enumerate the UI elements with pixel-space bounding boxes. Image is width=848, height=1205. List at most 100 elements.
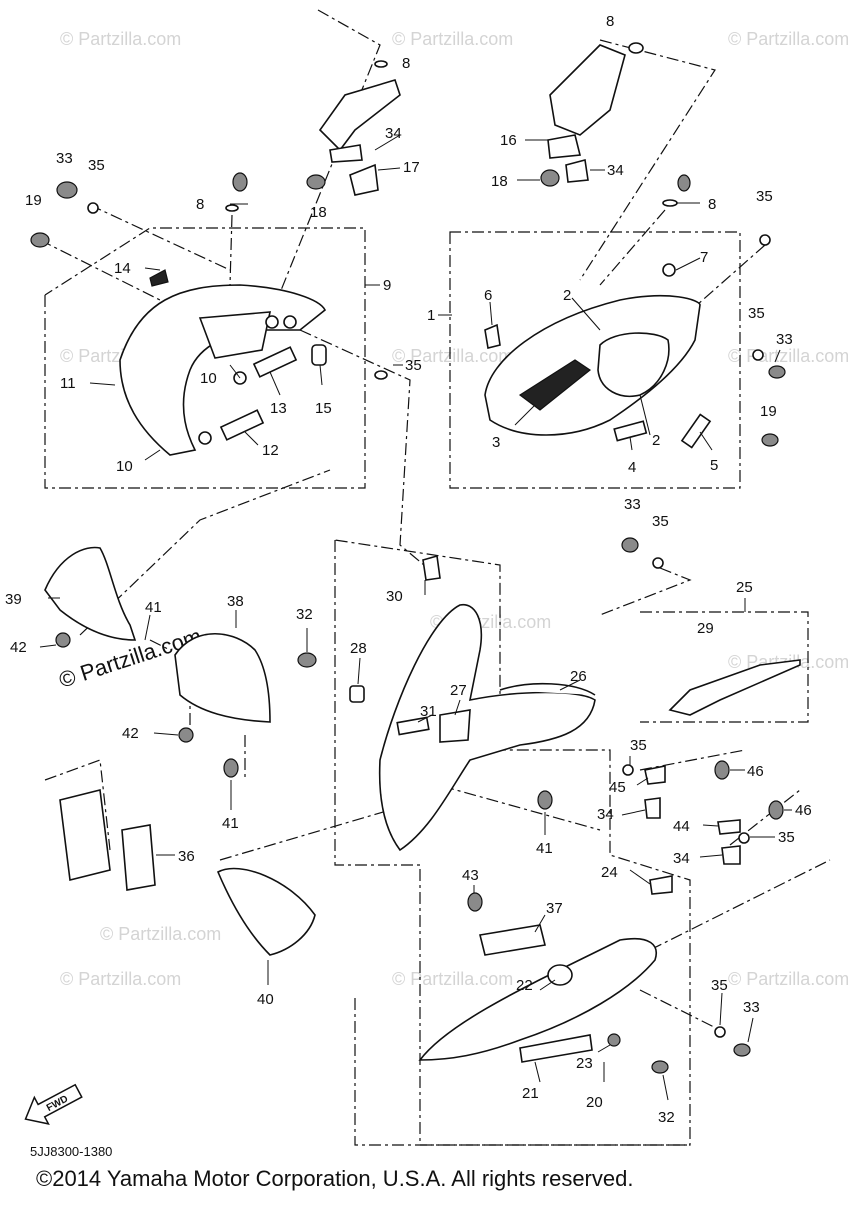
callout-19b: 19 [760, 403, 777, 420]
nut-6-part [484, 323, 501, 349]
watermark-12: © Partzilla.com [100, 924, 221, 944]
pad-36-part [121, 824, 156, 891]
tape-13-part [252, 346, 298, 378]
top-bracket-parts [30, 60, 401, 380]
callouts: 8 34 17 18 33 35 19 8 14 9 35 11 10 13 1… [5, 13, 812, 1126]
callout-37: 37 [546, 900, 563, 917]
leader-13 [269, 371, 281, 396]
callout-39: 39 [5, 591, 22, 608]
callout-32b: 32 [658, 1109, 675, 1126]
leader-2a [571, 297, 601, 331]
callout-35f: 35 [630, 737, 647, 754]
panel-40-part [216, 867, 316, 956]
emblem-5-part [680, 413, 712, 449]
dash-line-24 [629, 859, 831, 961]
callout-46a: 46 [747, 763, 764, 780]
callout-45: 45 [609, 779, 626, 796]
leader-21 [534, 1061, 541, 1083]
washer-35e-part [652, 557, 664, 569]
callout-14: 14 [114, 260, 131, 277]
bolt-33a-part [56, 181, 78, 199]
callout-35h: 35 [711, 977, 728, 994]
callout-8c: 8 [606, 13, 614, 30]
leader-17 [377, 167, 401, 171]
washer-35g-part [738, 832, 750, 844]
dash-line-40 [219, 809, 391, 861]
dash-line-19a [39, 239, 161, 301]
callout-34b: 34 [607, 162, 624, 179]
dash-line-8d [599, 209, 666, 286]
callout-31: 31 [420, 703, 437, 720]
grommet-7-part [662, 263, 676, 277]
emblem-3-part [518, 359, 592, 411]
leader-4 [629, 436, 633, 451]
leader-27 [454, 699, 461, 716]
leader-12 [244, 431, 259, 446]
grommet-15-part [311, 344, 327, 366]
callout-10a: 10 [200, 370, 217, 387]
bracket-36-back-part [59, 789, 111, 881]
leader-37 [534, 914, 546, 933]
outline-group-25 [640, 611, 809, 723]
callout-5: 5 [710, 457, 718, 474]
dash-line-8a [264, 9, 381, 331]
dash-line-35b [299, 329, 431, 571]
dash-line-36 [44, 759, 111, 851]
grommet-28-part [349, 685, 365, 703]
dash-line-45 [639, 749, 746, 771]
washer-35f-part [622, 764, 634, 776]
callout-41c: 41 [536, 840, 553, 857]
callout-13: 13 [270, 400, 287, 417]
bolt-33b-part [768, 365, 786, 379]
leader-45 [636, 777, 649, 786]
watermark-11: © Partzilla.com [728, 969, 848, 989]
callout-38: 38 [227, 593, 244, 610]
callout-42a: 42 [10, 639, 27, 656]
callout-19a: 19 [25, 192, 42, 209]
washer-35b-part [374, 370, 388, 380]
callout-8b: 8 [196, 196, 204, 213]
callout-33d: 33 [743, 999, 760, 1016]
callout-26: 26 [570, 668, 587, 685]
callout-2b: 2 [652, 432, 660, 449]
washer-35c-part [759, 234, 771, 246]
panel-21-part [519, 1034, 593, 1063]
grommet-10-low [198, 431, 212, 445]
outline-group-lower [334, 539, 691, 1146]
tape-31-part [396, 716, 430, 736]
grommet-10-top-b [283, 315, 297, 329]
leader-6 [489, 301, 493, 326]
callout-23: 23 [576, 1055, 593, 1072]
panel-27-part [439, 709, 471, 743]
callout-34a: 34 [385, 125, 402, 142]
watermark-1: © Partzilla.com [60, 29, 181, 49]
leader-42a [39, 644, 57, 648]
leader-10b [144, 449, 161, 461]
dash-line-41a [149, 639, 171, 651]
watermark-5: © Partzilla.com [392, 346, 513, 366]
leader-14 [144, 267, 161, 271]
dash-line-35h [639, 989, 721, 1031]
callout-33c: 33 [624, 496, 641, 513]
screw-41b-part [223, 758, 239, 778]
watermark-9: © Partzilla.com [60, 969, 181, 989]
callout-40: 40 [257, 991, 274, 1008]
leader-22 [539, 979, 556, 991]
outline-group-1 [449, 231, 741, 489]
callout-24: 24 [601, 864, 618, 881]
callout-18b: 18 [491, 173, 508, 190]
leader-33b [774, 349, 781, 363]
bolt-46a-part [714, 760, 730, 780]
inner-panel-opening [198, 311, 272, 359]
leader-24 [629, 869, 651, 885]
callout-20: 20 [586, 1094, 603, 1111]
leader-7 [675, 257, 701, 271]
washer-8b-part [225, 204, 239, 212]
outline-group-20 [354, 998, 690, 1146]
leader-41a [144, 614, 151, 641]
leader-42b [153, 732, 179, 736]
pad-37-part [479, 924, 546, 956]
leader-34c [621, 809, 646, 816]
clip-34d-part [721, 845, 741, 865]
washer-8a-part [374, 60, 388, 68]
